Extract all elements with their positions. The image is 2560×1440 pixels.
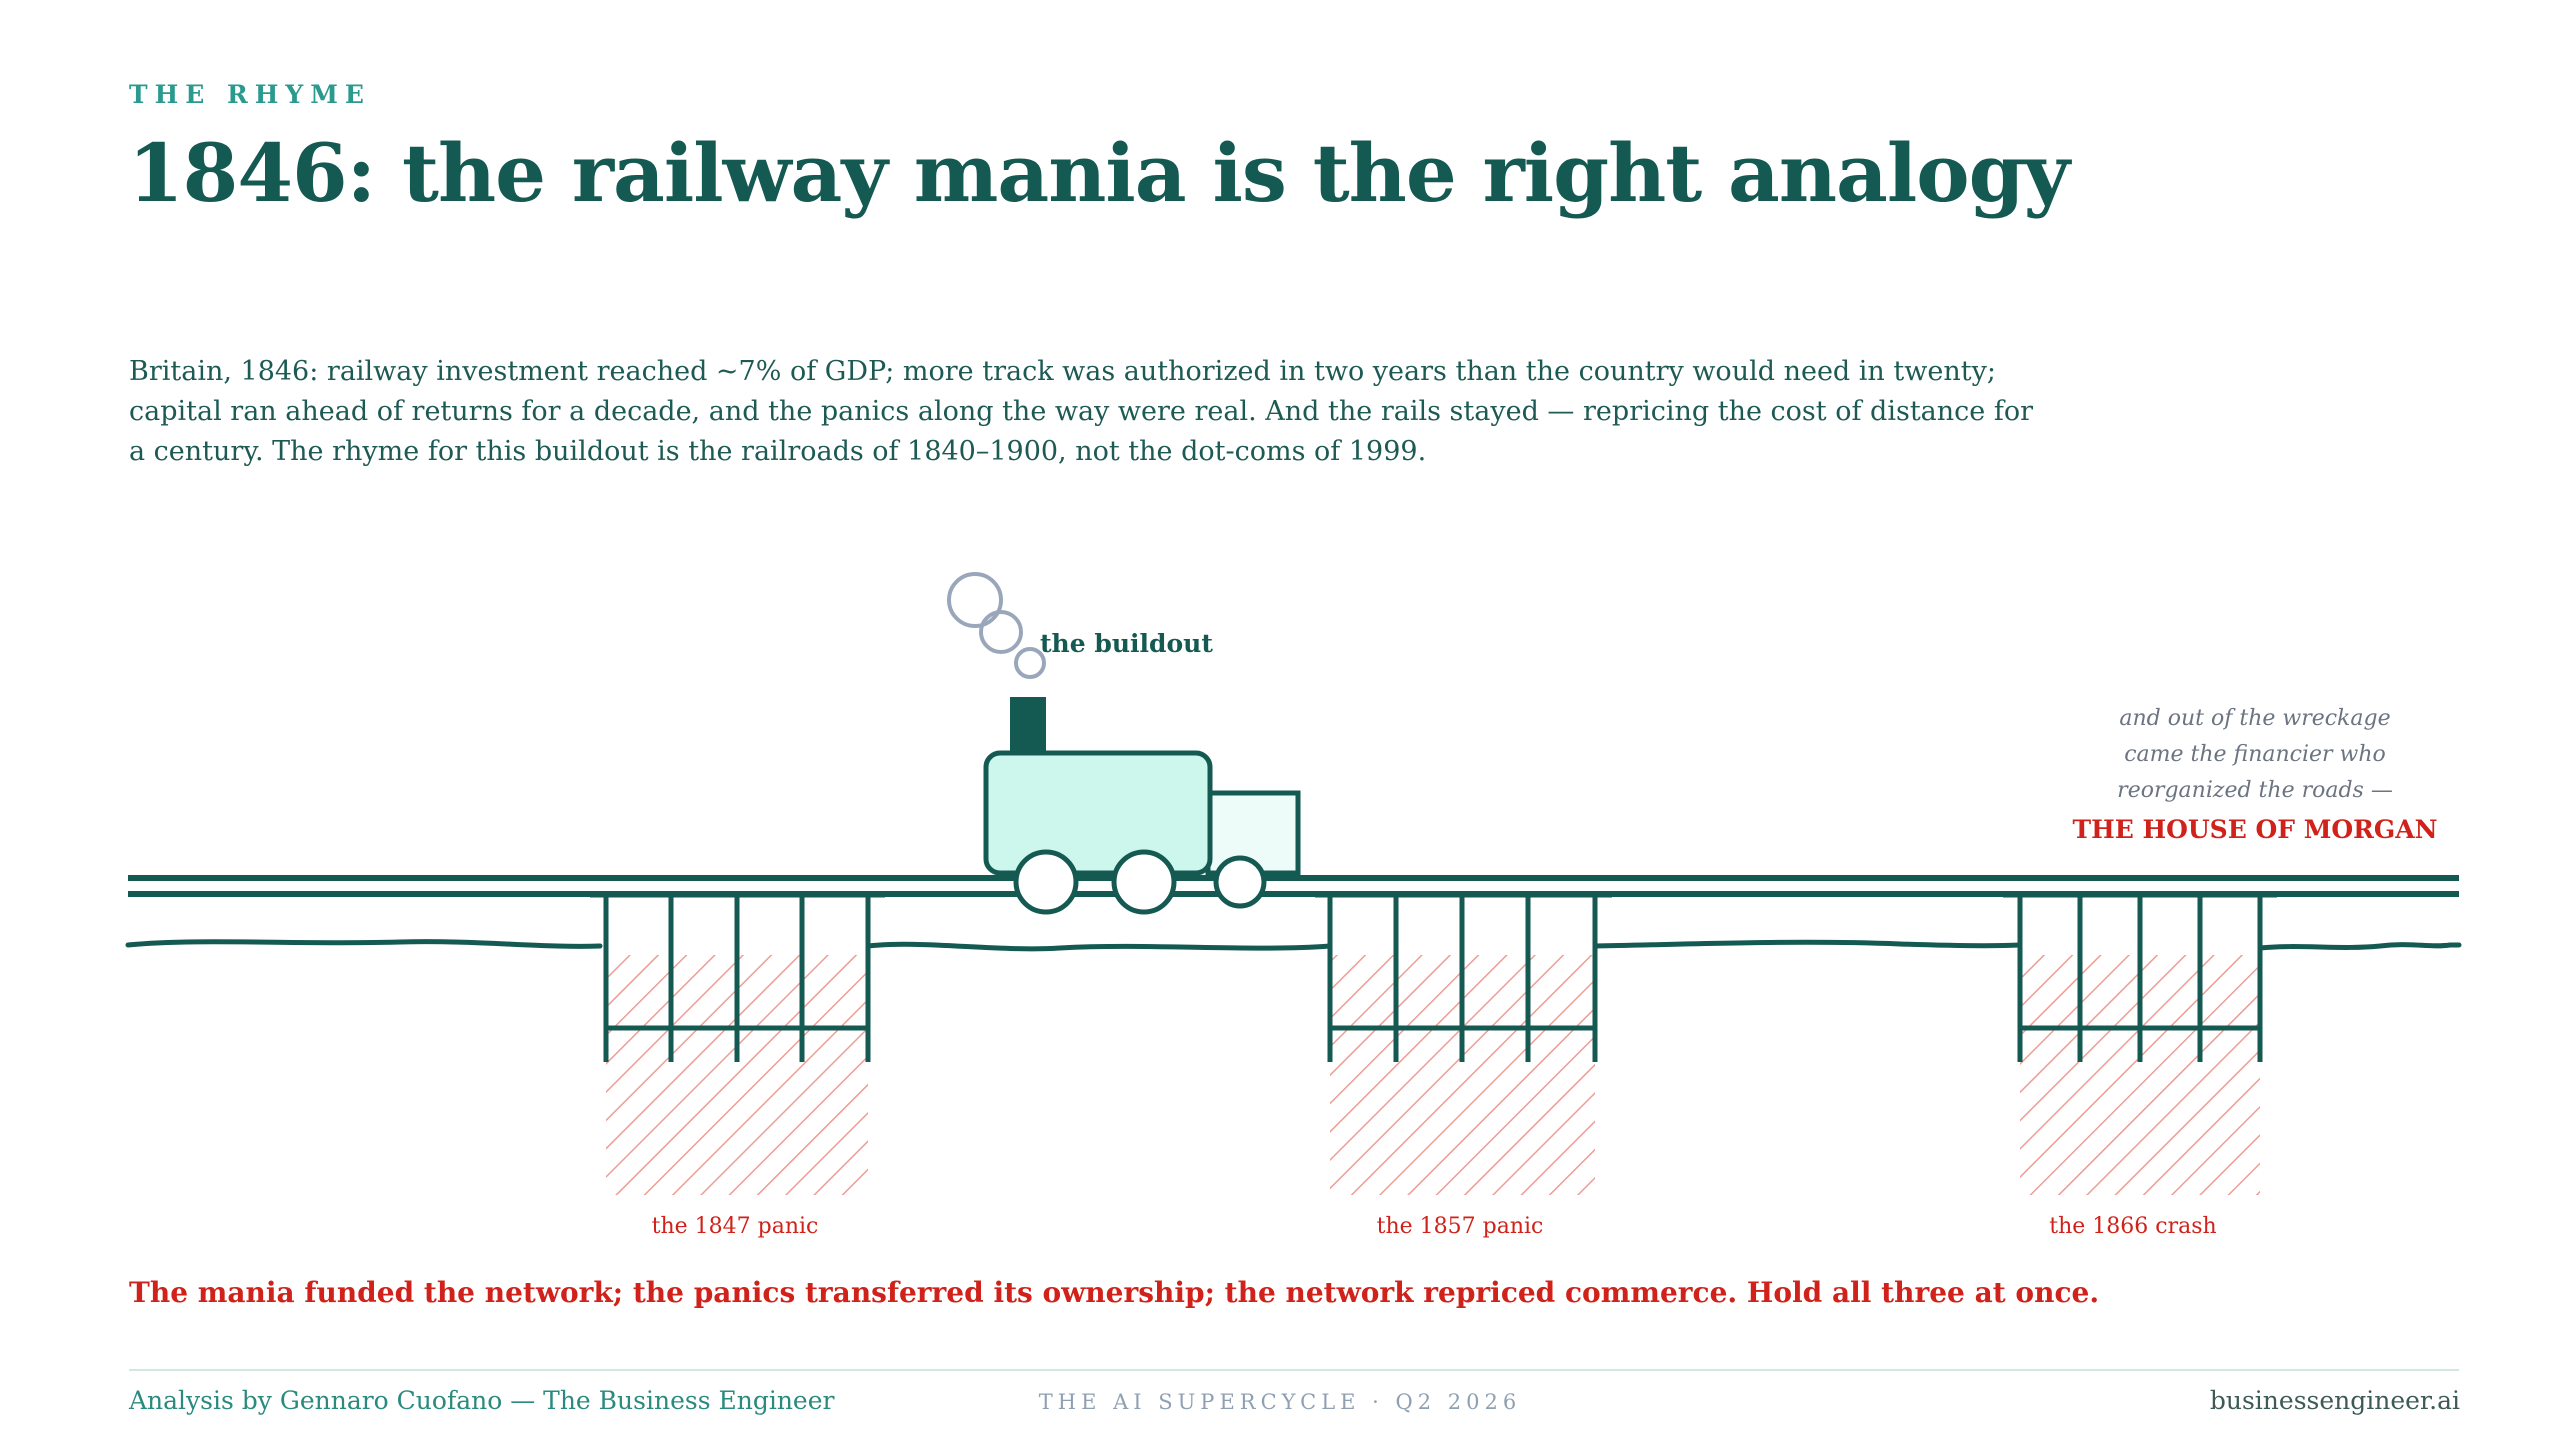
aside-line-3: reorganized the roads —: [2117, 778, 2393, 803]
footer-site-link[interactable]: businessengineer.ai: [2209, 1386, 2460, 1415]
closing-statement: The mania funded the network; the panics…: [129, 1276, 2100, 1309]
lede-paragraph: Britain, 1846: railway investment reache…: [129, 356, 2033, 467]
panic-label-1847: the 1847 panic: [652, 1214, 819, 1239]
railway-diagram: the buildout and out of the wreckage cam…: [125, 572, 2462, 1239]
wheel: [1111, 849, 1177, 915]
smokestack: [1010, 697, 1046, 755]
aside-emphasis: THE HOUSE OF MORGAN: [2072, 815, 2437, 844]
bridge-trestle-icon: [1315, 892, 1612, 1195]
wheel: [1013, 849, 1079, 915]
engine-cab: [983, 750, 1213, 876]
aside-line-1: and out of the wreckage: [2119, 706, 2390, 731]
aside-line-2: came the financier who: [2124, 742, 2386, 767]
panic-label-1857: the 1857 panic: [1377, 1214, 1544, 1239]
aside-note: and out of the wreckage came the financi…: [2072, 706, 2437, 844]
eyebrow: THE RHYME: [129, 80, 371, 109]
page-title: 1846: the railway mania is the right ana…: [128, 126, 2070, 220]
footer-divider: [129, 1369, 2459, 1371]
locomotive-icon: [983, 697, 1301, 915]
bridge-trestle-icon: [2003, 892, 2277, 1195]
bridge-trestle-icon: [590, 892, 885, 1195]
footer-author: Analysis by Gennaro Cuofano — The Busine…: [129, 1386, 835, 1415]
wheel: [1213, 855, 1267, 909]
panic-label-1866: the 1866 crash: [2049, 1214, 2216, 1239]
train-label: the buildout: [1040, 629, 1213, 658]
smoke-icon: [947, 572, 1046, 679]
ground-line: [125, 939, 2462, 952]
footer-series: THE AI SUPERCYCLE · Q2 2026: [1038, 1390, 1522, 1414]
